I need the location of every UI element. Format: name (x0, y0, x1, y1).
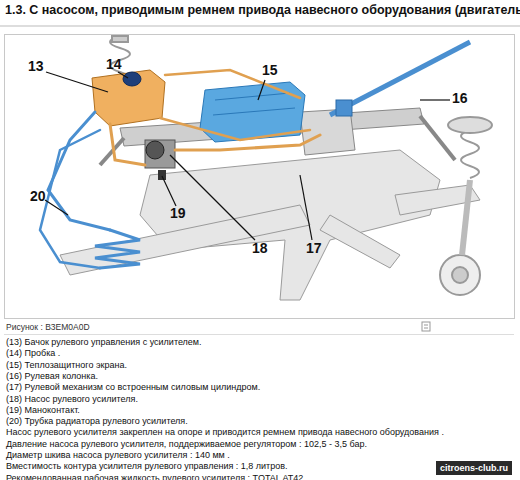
note-line: (13) Бачок рулевого управления с усилите… (6, 337, 202, 347)
callout-number: 15 (262, 62, 278, 78)
pump-body (145, 140, 175, 168)
leaders (45, 72, 450, 240)
watermark: citroens-club.ru (436, 461, 512, 475)
callout-number: 20 (30, 188, 46, 204)
callout-number: 13 (28, 58, 44, 74)
hose (160, 118, 310, 140)
subframe (60, 150, 480, 300)
spring (461, 130, 479, 178)
strut-top (112, 36, 128, 42)
leader-line (45, 200, 68, 215)
note-line: Рекомендованная рабочая жидкость рулевог… (6, 473, 306, 480)
reservoir-body (92, 70, 165, 126)
note-line: (14) Пробка . (6, 348, 60, 358)
leader-line (170, 155, 255, 240)
note-line: (20) Трубка радиатора рулевого усилителя… (6, 416, 188, 426)
note-line: Насос рулевого усилителя закреплен на оп… (6, 427, 444, 437)
callout-number: 19 (170, 205, 186, 221)
leader-line (300, 175, 312, 240)
pulley (146, 141, 164, 159)
steering-column (330, 42, 470, 116)
pressure-switch (158, 170, 166, 180)
cooler-tube (40, 130, 100, 268)
note-line: (19) Маноконтакт. (6, 405, 80, 415)
note-line: (16) Рулевая колонка. (6, 371, 98, 381)
figure-border (5, 35, 515, 319)
hub-center (452, 267, 468, 283)
hose (175, 135, 320, 150)
pump (145, 140, 175, 180)
note-line: (15) Теплозащитного экрана. (6, 360, 127, 370)
note-line: Диаметр шкива насоса рулевого усилителя … (6, 450, 230, 460)
leader-line (162, 176, 176, 206)
arm (320, 215, 400, 268)
caption-icon (422, 322, 430, 331)
column-joint (336, 100, 352, 116)
shield-ribs (213, 93, 295, 115)
note-line: (17) Рулевой механизм со встроенным сило… (6, 382, 260, 392)
hub (440, 255, 480, 295)
strut-cup (448, 117, 492, 133)
cooler-coil (95, 230, 140, 268)
hose (165, 70, 300, 98)
struts (110, 36, 492, 295)
crossmember (60, 205, 310, 275)
reservoir (92, 70, 165, 126)
note-line: Давление насоса рулевого усилителя, подд… (6, 439, 367, 449)
title-rule (0, 26, 520, 27)
figure-caption: Рисунок : B3EM0A0D (6, 322, 90, 332)
hose (110, 124, 145, 165)
strut-body (462, 180, 470, 255)
tie-rod (420, 116, 455, 160)
callout-number: 17 (306, 240, 322, 256)
caption-rule (4, 334, 514, 335)
callout-number: 16 (452, 90, 468, 106)
leader-line (258, 80, 265, 100)
note-line: Вместимость контура усилителя рулевого у… (6, 461, 288, 471)
column (330, 42, 470, 115)
callout-number: 14 (106, 56, 122, 72)
cap (123, 72, 141, 86)
callout-number: 18 (252, 240, 268, 256)
leader-line (420, 99, 450, 100)
note-line: (18) Насос рулевого усилителя. (6, 394, 138, 404)
page-title: 1.3. С насосом, приводимым ремнем привод… (5, 3, 520, 17)
frame (0, 26, 520, 335)
hoses (40, 70, 320, 268)
leader-line (118, 72, 128, 78)
leader-line (46, 72, 108, 92)
